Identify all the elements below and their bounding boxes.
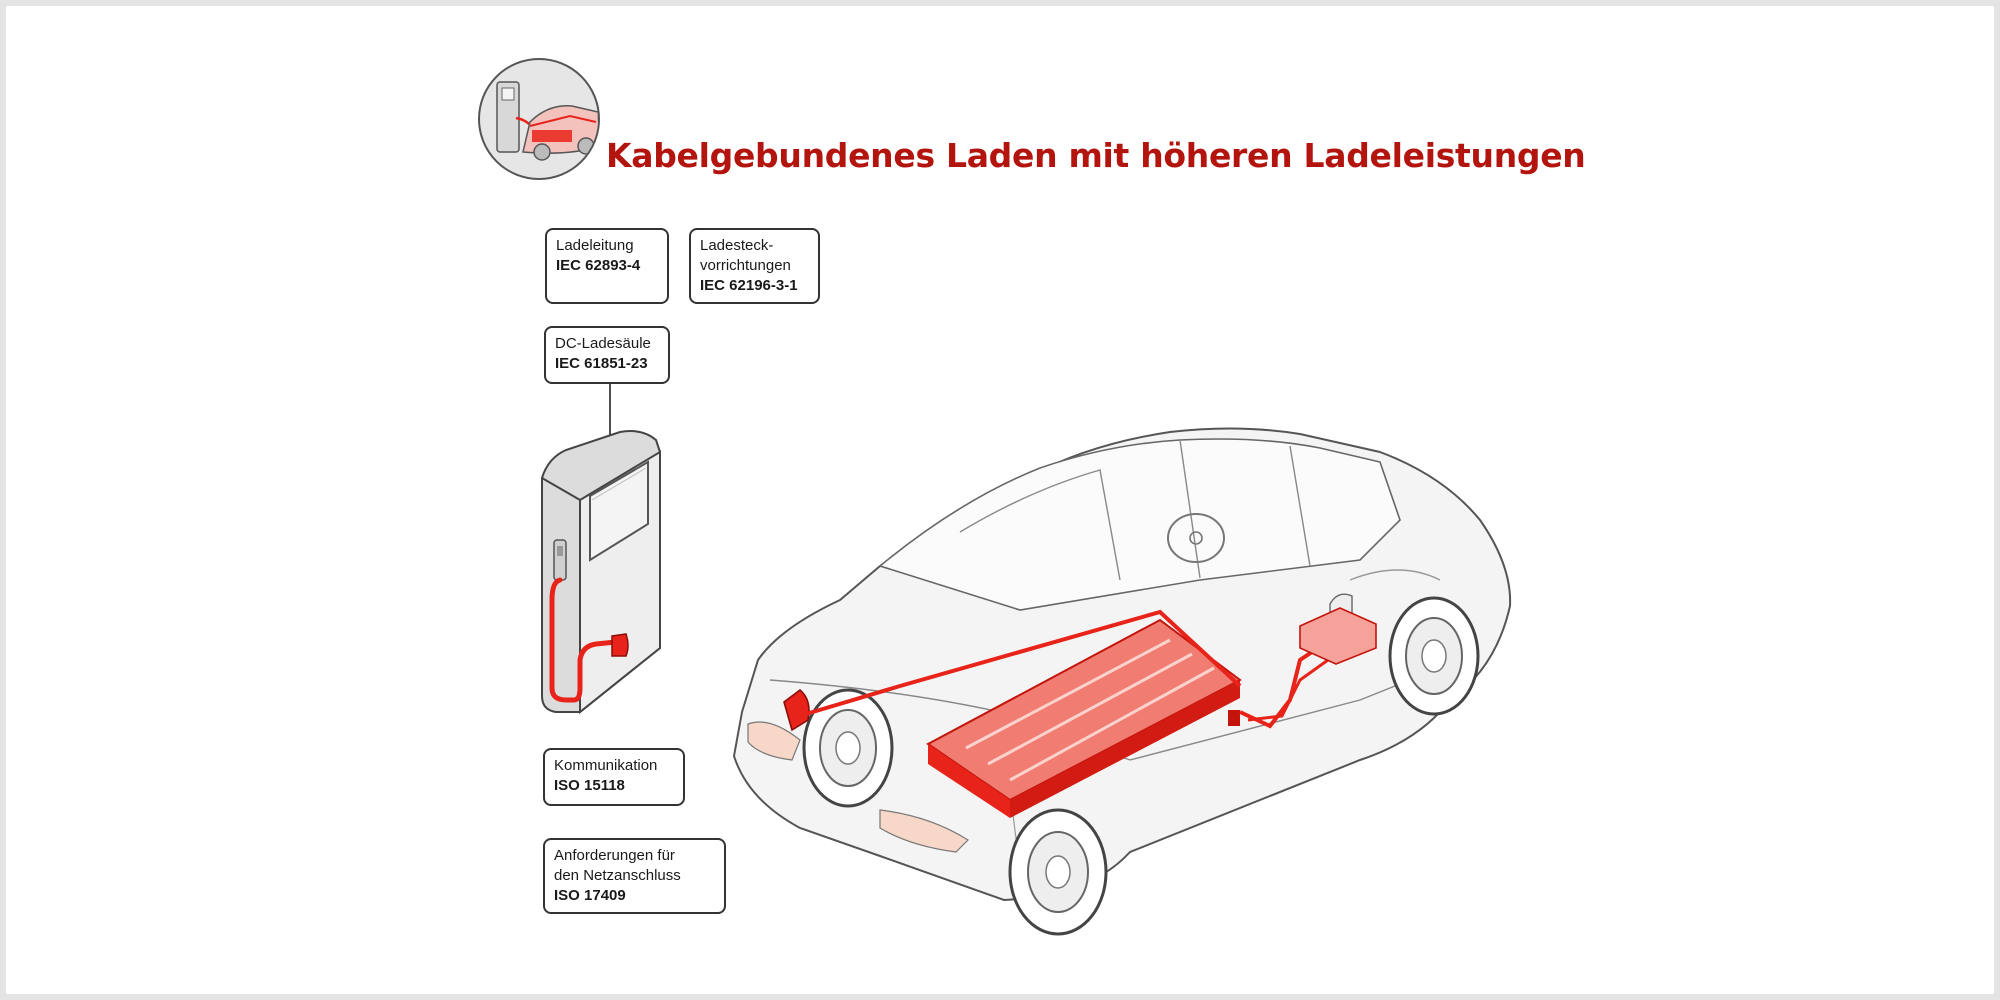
electric-car-cutaway-icon — [732, 427, 1512, 936]
charging-station-car-icon — [478, 58, 600, 180]
page-title: Kabelgebundenes Laden mit höheren Ladele… — [606, 136, 1586, 175]
label-ladesaeule-standard: IEC 61851-23 — [555, 355, 648, 372]
label-kommunikation-desc: Kommunikation — [554, 757, 658, 774]
label-kommunikation: Kommunikation ISO 15118 — [543, 748, 685, 806]
label-ladeleitung-standard: IEC 62893-4 — [556, 257, 641, 274]
label-netzanschluss-standard: ISO 17409 — [554, 887, 626, 904]
label-ladesaeule: DC-Ladesäule IEC 61851-23 — [544, 326, 670, 384]
label-steckvorrichtungen-desc: Ladesteck- vorrichtungen — [700, 237, 791, 274]
label-ladesaeule-desc: DC-Ladesäule — [555, 335, 651, 352]
label-steckvorrichtungen: Ladesteck- vorrichtungen IEC 62196-3-1 — [689, 228, 820, 304]
label-ladeleitung-desc: Ladeleitung — [556, 237, 634, 254]
label-kommunikation-standard: ISO 15118 — [554, 777, 625, 794]
dc-charging-station-icon — [541, 430, 661, 715]
label-netzanschluss: Anforderungen für den Netzanschluss ISO … — [543, 838, 726, 914]
label-ladeleitung: Ladeleitung IEC 62893-4 — [545, 228, 669, 304]
label-steckvorrichtungen-standard: IEC 62196-3-1 — [700, 277, 798, 294]
label-netzanschluss-desc: Anforderungen für den Netzanschluss — [554, 847, 681, 884]
